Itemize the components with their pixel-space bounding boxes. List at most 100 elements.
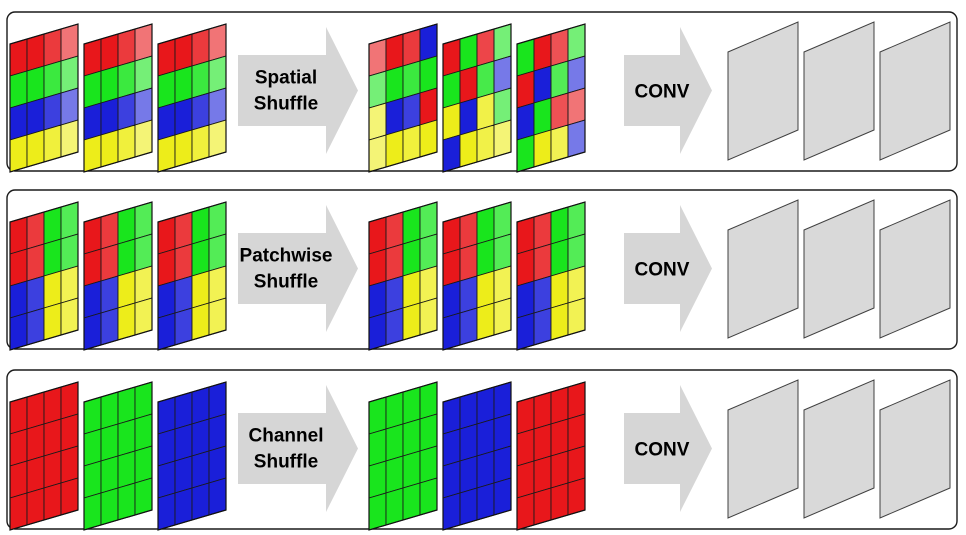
cell-blue — [567, 119, 586, 158]
conv-arrow-group: CONV — [624, 385, 712, 512]
cell-blue — [516, 280, 535, 319]
cell-red — [60, 23, 79, 62]
cell-blue — [191, 92, 210, 131]
cell-green — [419, 477, 438, 516]
cell-red — [550, 418, 569, 457]
cell-yellow — [83, 134, 102, 173]
conv-arrow-group: CONV — [624, 27, 712, 154]
cell-yellow — [191, 124, 210, 163]
cell-green — [83, 70, 102, 109]
shuffled-feature-maps — [368, 201, 586, 351]
cell-yellow — [368, 102, 387, 141]
cell-red — [43, 28, 62, 67]
cell-blue — [459, 423, 478, 462]
input-panel — [157, 23, 227, 173]
cell-green — [83, 396, 102, 435]
cell-red — [9, 216, 28, 255]
cell-yellow — [493, 119, 512, 158]
cell-red — [26, 423, 45, 462]
feature-map-sheet — [803, 379, 875, 519]
cell-blue — [533, 275, 552, 314]
shuffle-label-line: Shuffle — [254, 94, 318, 115]
cell-yellow — [100, 129, 119, 168]
panel-outline — [83, 201, 153, 351]
conv-output-maps — [727, 379, 951, 519]
cell-red — [60, 381, 79, 420]
cell-red — [157, 38, 176, 77]
cell-blue — [459, 97, 478, 136]
input-panel — [9, 201, 79, 351]
shuffled-panel — [516, 381, 586, 531]
cell-green — [134, 381, 153, 420]
cell-red — [516, 460, 535, 499]
cell-yellow — [493, 297, 512, 336]
panel-outline — [83, 381, 153, 531]
cell-red — [459, 211, 478, 250]
cell-blue — [385, 307, 404, 346]
cell-green — [516, 134, 535, 173]
cell-blue — [157, 492, 176, 531]
cell-red — [567, 445, 586, 484]
cell-green — [368, 70, 387, 109]
cell-green — [493, 23, 512, 62]
cell-red — [419, 87, 438, 126]
cell-red — [402, 28, 421, 67]
conv-arrow — [624, 205, 712, 332]
cell-red — [516, 428, 535, 467]
cell-blue — [9, 312, 28, 351]
cell-green — [134, 55, 153, 94]
cell-green — [191, 206, 210, 245]
shuffled-panel — [442, 23, 512, 173]
cell-red — [550, 482, 569, 521]
cell-blue — [26, 307, 45, 346]
cell-yellow — [459, 129, 478, 168]
panel-outline — [9, 201, 79, 351]
cell-green — [157, 70, 176, 109]
panel-outline — [368, 201, 438, 351]
panel-outline — [157, 201, 227, 351]
cell-blue — [442, 460, 461, 499]
cell-green — [419, 233, 438, 272]
cell-green — [516, 38, 535, 77]
shuffle-arrow — [238, 385, 358, 512]
cell-red — [533, 487, 552, 526]
cell-green — [174, 65, 193, 104]
cell-blue — [9, 102, 28, 141]
cell-green — [100, 423, 119, 462]
input-panel — [157, 381, 227, 531]
cell-green — [134, 233, 153, 272]
cell-yellow — [419, 265, 438, 304]
cell-red — [83, 248, 102, 287]
cell-red — [157, 248, 176, 287]
cell-blue — [174, 307, 193, 346]
cell-blue — [208, 87, 227, 126]
cell-yellow — [9, 134, 28, 173]
feature-map-sheet — [879, 199, 951, 339]
cell-yellow — [442, 102, 461, 141]
cell-green — [550, 206, 569, 245]
cell-green — [402, 482, 421, 521]
cell-green — [567, 23, 586, 62]
cell-red — [83, 216, 102, 255]
cell-green — [385, 65, 404, 104]
cell-red — [100, 243, 119, 282]
cell-green — [402, 238, 421, 277]
cell-red — [442, 38, 461, 77]
cell-blue — [493, 413, 512, 452]
cell-red — [516, 216, 535, 255]
cell-red — [567, 477, 586, 516]
cell-green — [493, 201, 512, 240]
conv-label: CONV — [635, 82, 690, 103]
cell-yellow — [117, 124, 136, 163]
conv-output-maps — [727, 21, 951, 161]
cell-red — [60, 413, 79, 452]
cell-blue — [100, 97, 119, 136]
cell-blue — [83, 312, 102, 351]
cell-red — [174, 243, 193, 282]
cell-blue — [26, 97, 45, 136]
feature-map-sheet — [879, 379, 951, 519]
cell-blue — [419, 23, 438, 62]
cell-yellow — [550, 302, 569, 341]
cell-yellow — [476, 302, 495, 341]
